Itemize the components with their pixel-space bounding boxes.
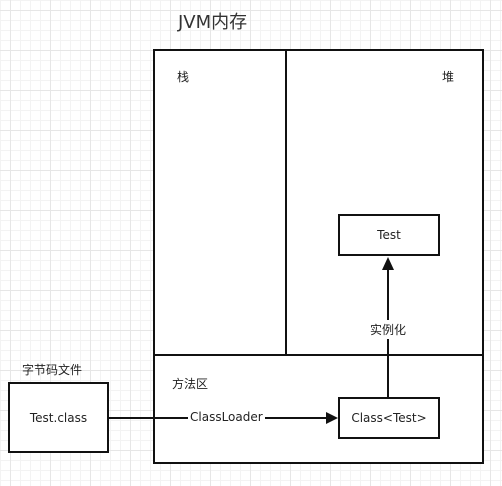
jvm-memory-title: JVM内存 [178,12,248,33]
stack-heap-divider [285,49,287,356]
test-class-file-node: Test.class [8,382,109,453]
classloader-arrowhead [326,412,338,424]
instantiate-arrowhead [382,257,394,270]
classloader-edge-label: ClassLoader [188,410,265,424]
jvm-memory-frame [153,49,484,464]
method-area-divider [153,354,484,356]
stack-region-label: 栈 [177,70,190,84]
class-test-node: Class<Test> [338,397,440,439]
method-area-label: 方法区 [172,377,209,391]
instantiate-edge-label: 实例化 [369,320,408,339]
test-instance-node: Test [338,214,440,256]
bytecode-file-label: 字节码文件 [22,363,83,377]
heap-region-label: 堆 [442,70,455,84]
